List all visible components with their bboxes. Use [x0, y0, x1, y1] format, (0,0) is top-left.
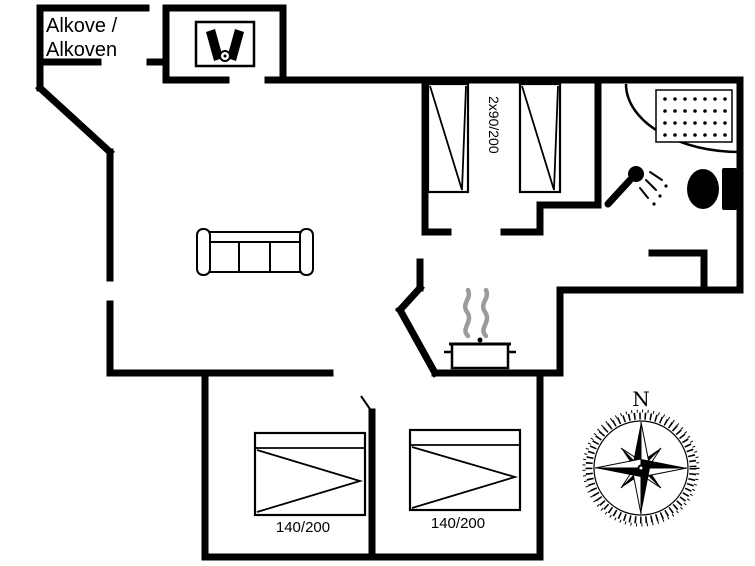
- cooking-pot-icon: [444, 337, 516, 370]
- single-bed-icon: [518, 82, 562, 194]
- top-bedroom-bed-size-label: 2x90/200: [486, 96, 502, 154]
- hand-shower-icon: [604, 166, 668, 208]
- toilet-icon: [687, 168, 737, 210]
- bottom-left-bed-size-label: 140/200: [276, 519, 330, 536]
- alcove-label-line1: Alkove /: [46, 15, 118, 37]
- compass-rose-icon: [582, 409, 700, 527]
- shower-tray-icon: [655, 89, 733, 143]
- walls: [35, 4, 744, 561]
- double-bed-icon: [253, 431, 367, 517]
- double-bed-icon: [408, 428, 522, 512]
- bottom-right-bed-size-label: 140/200: [431, 515, 485, 532]
- compass-north-label: N: [632, 387, 650, 411]
- single-bed-icon: [426, 82, 470, 194]
- alcove-label-line2: Alkoven: [46, 39, 117, 61]
- door-swing-tick: [360, 395, 373, 413]
- steam-icon: [462, 287, 490, 339]
- sofa-icon: [196, 228, 314, 276]
- alcove-label: Alkove / Alkoven: [46, 15, 118, 61]
- boot-cleaner-icon: [194, 20, 256, 68]
